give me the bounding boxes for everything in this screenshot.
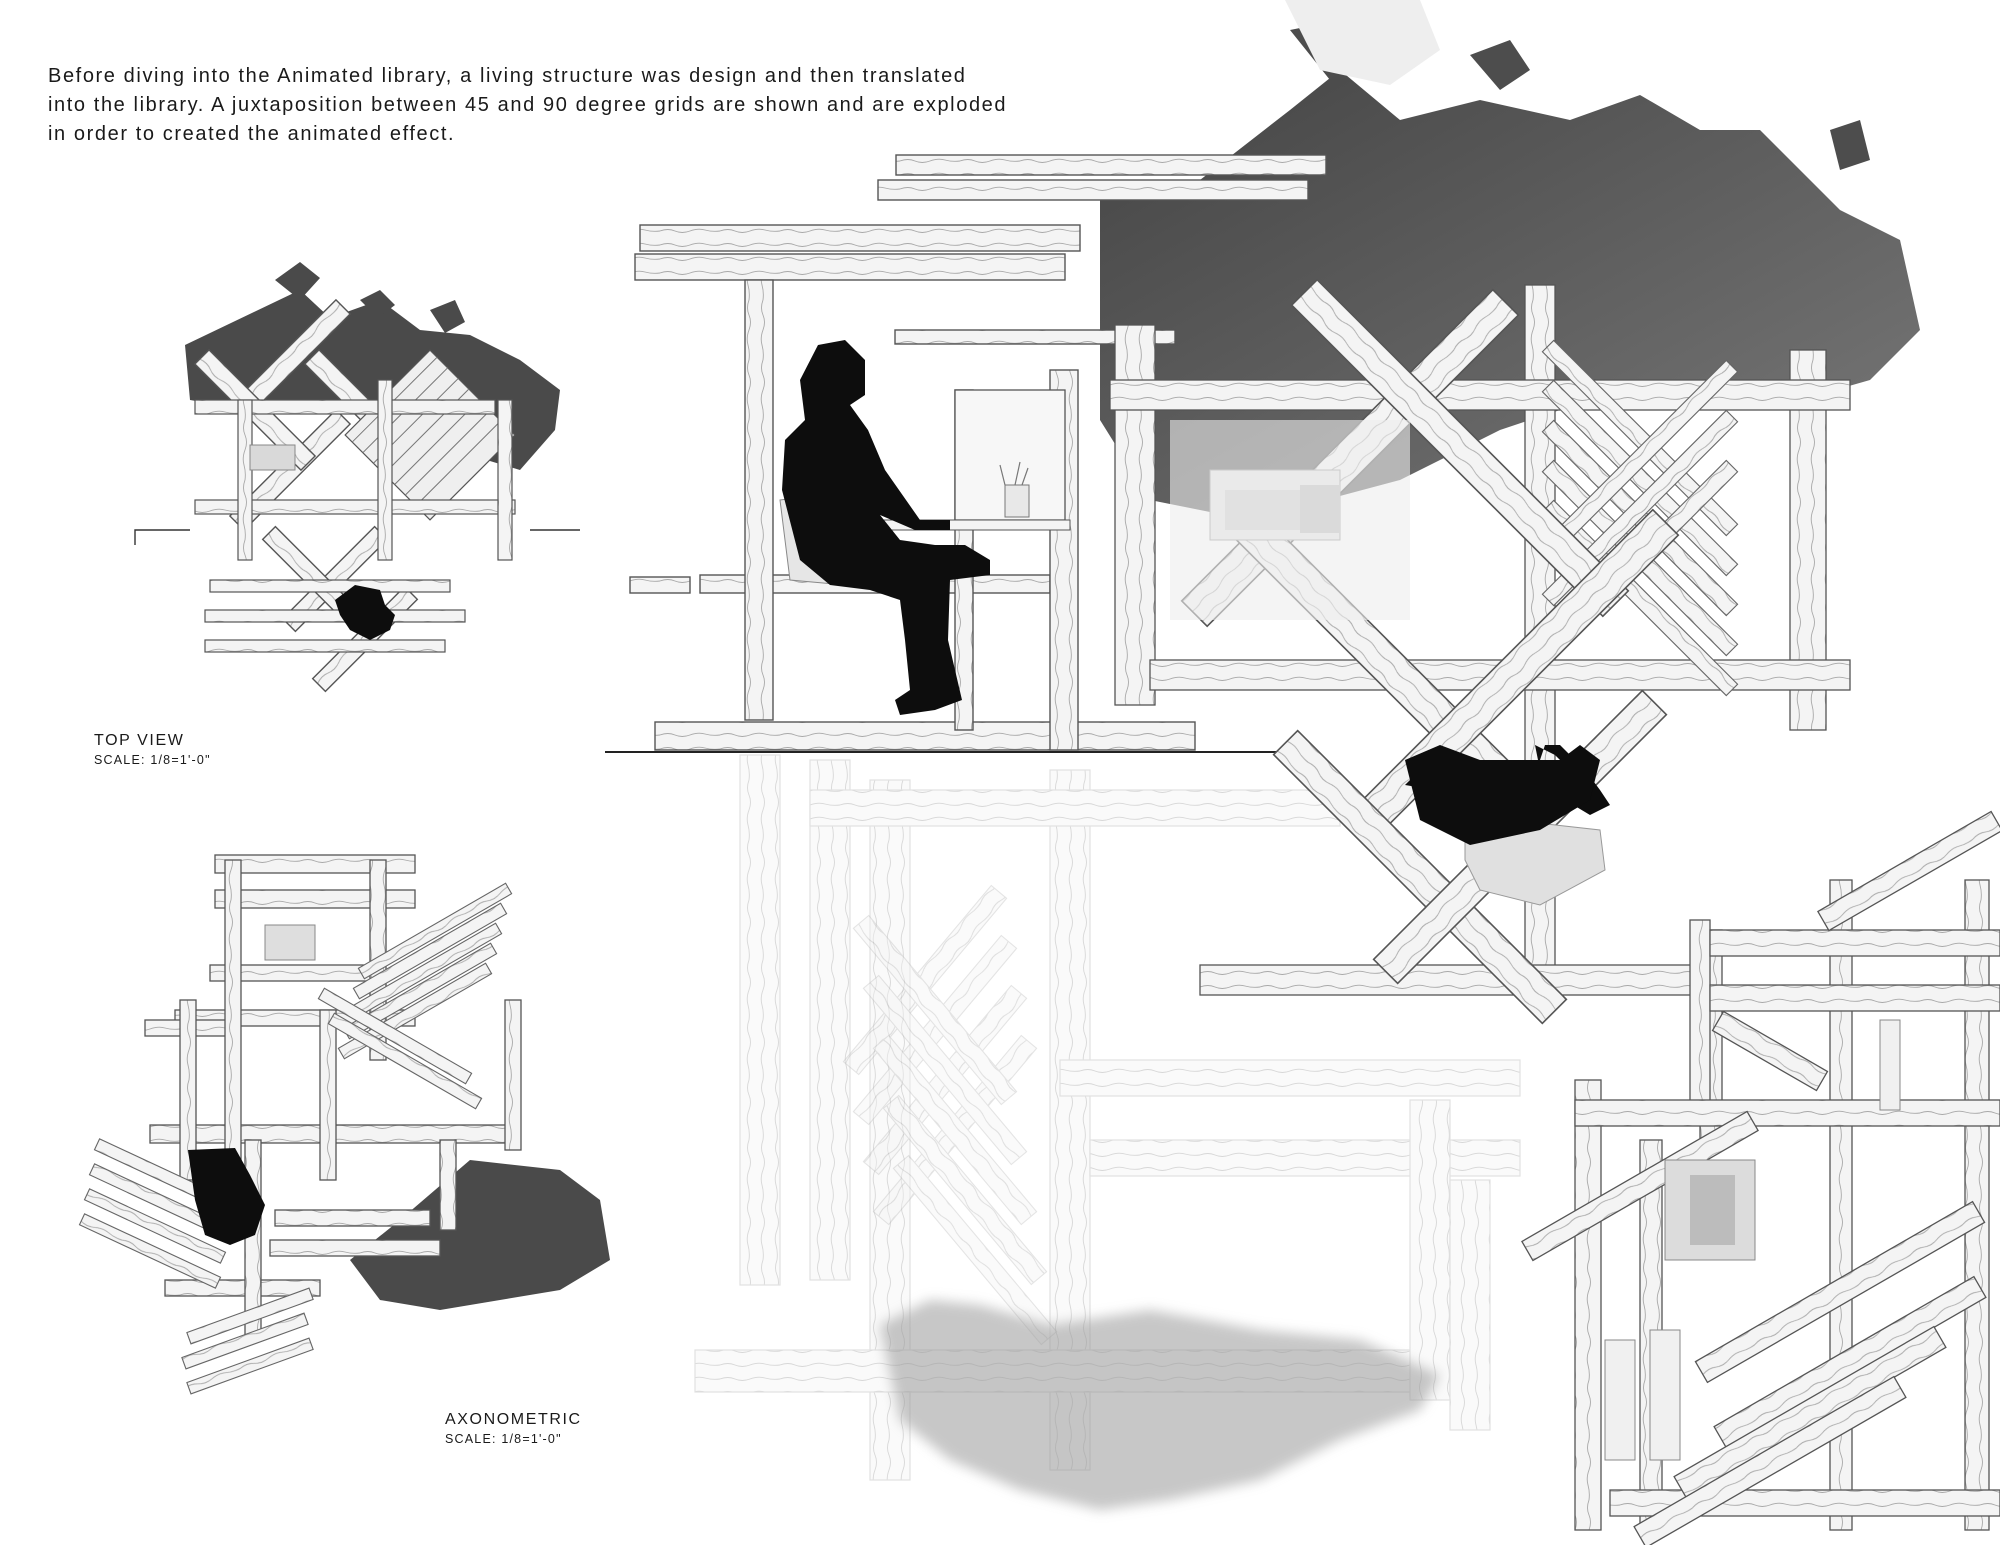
top-view-scale: SCALE: 1/8=1'-0" xyxy=(94,753,211,767)
axonometric-scale: SCALE: 1/8=1'-0" xyxy=(445,1432,562,1446)
axonometric-caption: AXONOMETRIC SCALE: 1/8=1'-0" xyxy=(445,1411,582,1446)
intro-line-3: in order to created the animated effect. xyxy=(48,123,456,145)
top-view-title: TOP VIEW xyxy=(94,732,185,749)
top-view-plan xyxy=(134,262,580,693)
right-axon-structure xyxy=(1521,810,2000,1545)
intro-line-2: into the library. A juxtaposition betwee… xyxy=(48,94,1008,116)
seated-figure xyxy=(782,340,990,715)
axon-shadow xyxy=(350,1160,610,1310)
axon-hatch-roof xyxy=(317,882,513,1110)
intro-paragraph: Before diving into the Animated library,… xyxy=(48,62,1088,149)
top-view-caption: TOP VIEW SCALE: 1/8=1'-0" xyxy=(94,732,211,767)
intro-line-1: Before diving into the Animated library,… xyxy=(48,65,967,87)
axon-figure xyxy=(188,1148,265,1245)
ghost-shadow-figure xyxy=(880,1300,1440,1510)
axonometric-title: AXONOMETRIC xyxy=(445,1411,582,1428)
diagonal-frame xyxy=(1109,278,1851,1025)
axonometric-drawing xyxy=(78,854,610,1395)
main-composition xyxy=(605,0,2000,1545)
top-view-figure xyxy=(335,585,395,640)
section-drawing xyxy=(605,154,1327,753)
